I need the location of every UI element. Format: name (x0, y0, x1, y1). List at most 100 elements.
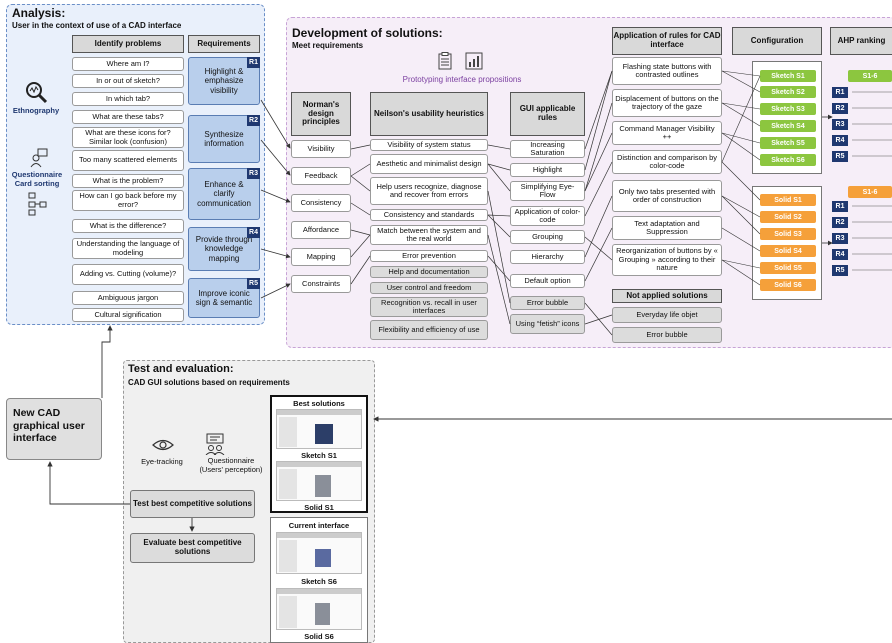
problem-item: How can I go back before my error? (72, 190, 184, 211)
problem-item: Cultural signification (72, 308, 184, 322)
nielsen-other-item: User control and freedom (370, 282, 488, 294)
ahp-tag: R1 (832, 87, 848, 98)
problem-item: Too many scattered elements (72, 150, 184, 171)
questionnaire-label: Questionnaire (11, 170, 63, 179)
ahp-header: AHP ranking (830, 27, 892, 55)
nielsen-item: Aesthetic and minimalist design (370, 154, 488, 174)
problem-item: What is the difference? (72, 219, 184, 233)
ahp-tag: R4 (832, 135, 848, 146)
ahp-tag: R5 (832, 151, 848, 162)
requirement-tag: R3 (247, 168, 260, 179)
problem-item: What is the problem? (72, 174, 184, 188)
analysis-title: Analysis: (12, 6, 66, 20)
cad-rule-item: Command Manager Visibility ++ (612, 121, 722, 145)
ahp-tag: R4 (832, 249, 848, 260)
config-header: Configuration (732, 27, 822, 55)
gui-rule-item: Increasing Saturation (510, 140, 585, 158)
requirement-tag: R4 (247, 227, 260, 238)
sitemap-icon (28, 192, 47, 216)
norman-item: Constraints (291, 275, 351, 293)
not-applied-item: Error bubble (612, 327, 722, 343)
norman-item: Mapping (291, 248, 351, 266)
cad-rule-item: Only two tabs presented with order of co… (612, 180, 722, 212)
best-solutions-header: Best solutions (293, 399, 345, 408)
nielsen-header: Neilson's usability heuristics (370, 92, 488, 136)
nielsen-item: Consistency and standards (370, 209, 488, 221)
ahp-tag: R5 (832, 265, 848, 276)
sketch-s1-caption: Sketch S1 (301, 451, 337, 460)
solid-s6-caption: Solid S6 (304, 632, 334, 641)
norman-item: Affordance (291, 221, 351, 239)
nielsen-item: Visibility of system status (370, 139, 488, 151)
norman-header: Norman's design principles (291, 92, 351, 136)
ahp-tag: R3 (832, 233, 848, 244)
sketch-config: Sketch S4 (760, 120, 816, 132)
norman-item: Feedback (291, 167, 351, 185)
test-subtitle: CAD GUI solutions based on requirements (128, 378, 290, 387)
solid-s1-caption: Solid S1 (304, 503, 334, 512)
gui-rule-item: Hierarchy (510, 250, 585, 264)
norman-item: Visibility (291, 140, 351, 158)
sketch-config: Sketch S3 (760, 103, 816, 115)
eye-tracking-label: Eye-tracking (141, 457, 183, 466)
ahp-tag: R2 (832, 103, 848, 114)
nielsen-other-item: Flexibility and efficiency of use (370, 320, 488, 340)
solid-config: Solid S3 (760, 228, 816, 240)
chart-icon (465, 52, 483, 70)
nielsen-other-item: Help and documentation (370, 266, 488, 278)
requirements-header: Requirements (188, 35, 260, 53)
ahp-solid-range: S1-6 (848, 186, 892, 198)
prototyping-label: Prototyping interface propositions (402, 75, 522, 84)
problem-item: In which tab? (72, 92, 184, 106)
current-interface-header: Current interface (288, 521, 350, 530)
problem-item: What are these icons for? Similar look (… (72, 127, 184, 148)
cad-header: Application of rules for CAD interface (612, 27, 722, 55)
sketch-config: Sketch S2 (760, 86, 816, 98)
ahp-tag: R3 (832, 119, 848, 130)
test-title: Test and evaluation: (128, 363, 234, 375)
gui-header: GUI applicable rules (510, 92, 585, 136)
gui-rule-item: Application of color-code (510, 206, 585, 226)
nielsen-item: Error prevention (370, 250, 488, 262)
development-subtitle: Meet requirements (292, 41, 364, 50)
problem-item: Where am I? (72, 57, 184, 71)
cad-rule-item: Text adaptation and Suppression (612, 216, 722, 240)
problems-header: Identify problems (72, 35, 184, 53)
sketch-config: Sketch S1 (760, 70, 816, 82)
sketch-s6-caption: Sketch S6 (301, 577, 337, 586)
solid-s1-screenshot (276, 461, 362, 501)
problem-item: Adding vs. Cutting (volume)? (72, 264, 184, 285)
survey-icon (205, 433, 225, 455)
not-applied-item: Everyday life objet (612, 307, 722, 323)
eye-icon (152, 439, 174, 451)
norman-item: Consistency (291, 194, 351, 212)
problem-item: Ambiguous jargon (72, 291, 184, 305)
new-gui-result: New CAD graphical user interface (6, 398, 102, 460)
gui-rule-item: Highlight (510, 163, 585, 177)
evaluate-solutions-box: Evaluate best competitive solutions (130, 533, 255, 563)
solid-config: Solid S6 (760, 279, 816, 291)
gui-other-item: Error bubble (510, 296, 585, 310)
cad-rule-item: Reorganization of buttons by « Grouping … (612, 244, 722, 276)
sketch-s1-screenshot (276, 409, 362, 449)
ahp-tag: R2 (832, 217, 848, 228)
card-sorting-label: Card sorting (14, 179, 60, 188)
solid-config: Solid S5 (760, 262, 816, 274)
nielsen-other-item: Recognition vs. recall in user interface… (370, 297, 488, 317)
gui-rule-item: Grouping (510, 230, 585, 244)
nielsen-item: Match between the system and the real wo… (370, 225, 488, 245)
problem-item: Understanding the language of modeling (72, 238, 184, 259)
sketch-s6-screenshot (276, 532, 362, 574)
gui-rule-item: Default option (510, 274, 585, 288)
problem-item: In or out of sketch? (72, 74, 184, 88)
ethnography-label: Ethnography (12, 106, 60, 115)
solid-config: Solid S4 (760, 245, 816, 257)
analysis-subtitle: User in the context of use of a CAD inte… (12, 21, 182, 30)
clipboard-icon (438, 52, 452, 70)
ahp-sketch-range: S1-6 (848, 70, 892, 82)
ahp-tag: R1 (832, 201, 848, 212)
questionnaire-perception-label: Questionnaire (Users' perception) (199, 456, 263, 474)
nielsen-item: Help users recognize, diagnose and recov… (370, 177, 488, 205)
solid-s6-screenshot (276, 588, 362, 630)
requirement-tag: R2 (247, 115, 260, 126)
